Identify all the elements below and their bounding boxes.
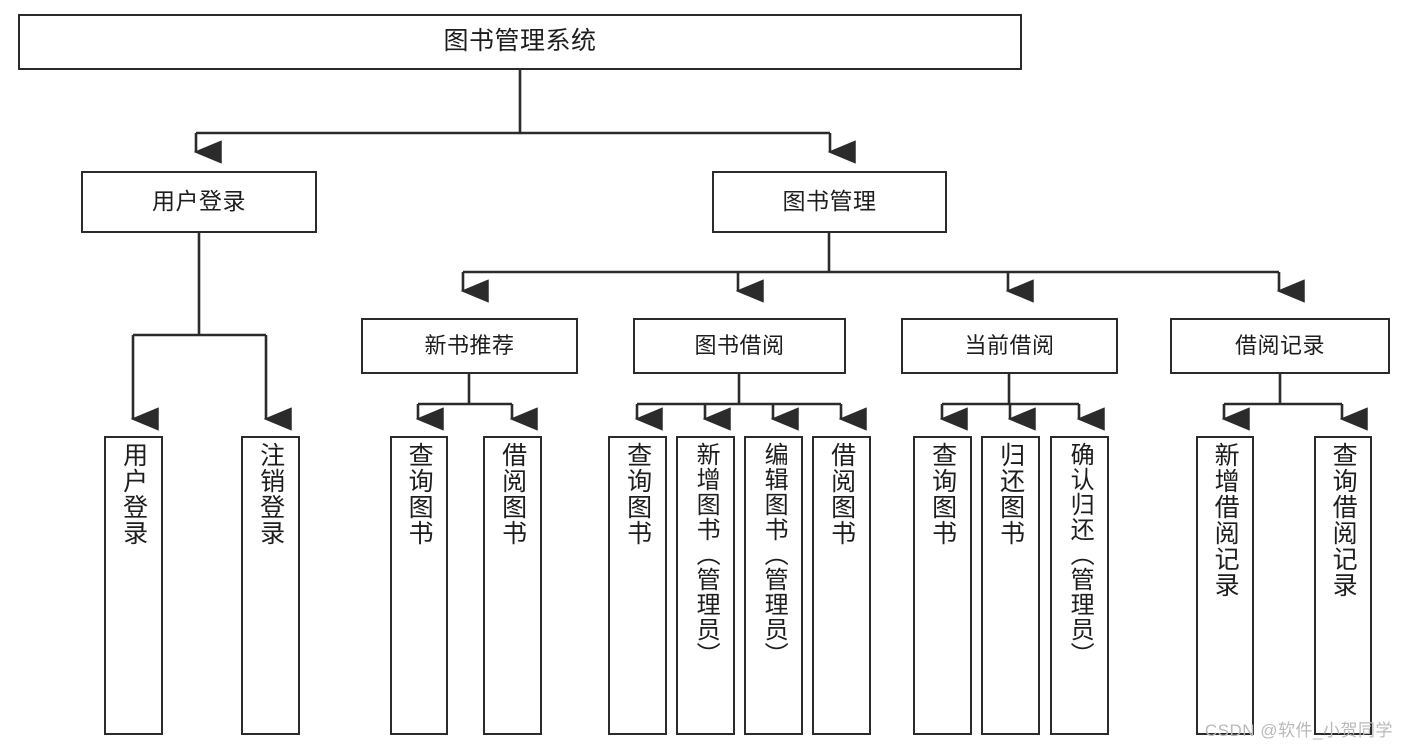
leaf-book-borrow-edit-label: 编辑图书（管理员）: [760, 442, 788, 667]
node-current-borrow-label: 当前借阅: [964, 333, 1055, 359]
leaf-book-borrow-borrow[interactable]: 借阅图书: [812, 436, 871, 735]
leaf-book-borrow-query[interactable]: 查询图书: [608, 436, 667, 735]
leaf-new-book-query[interactable]: 查询图书: [390, 436, 448, 735]
node-user-login-label: 用户登录: [152, 188, 246, 215]
leaf-new-book-borrow-label: 借阅图书: [498, 442, 527, 546]
csdn-watermark: CSDN @软件_小贺同学: [1204, 721, 1393, 740]
leaf-borrow-record-query[interactable]: 查询借阅记录: [1314, 436, 1372, 735]
node-root-label: 图书管理系统: [443, 27, 597, 56]
node-book-borrow-label: 图书借阅: [694, 333, 785, 359]
leaf-current-borrow-confirm[interactable]: 确认归还（管理员）: [1050, 436, 1109, 735]
leaf-book-borrow-edit[interactable]: 编辑图书（管理员）: [744, 436, 803, 735]
node-new-book-recommend[interactable]: 新书推荐: [361, 318, 578, 374]
leaf-current-borrow-return-label: 归还图书: [996, 442, 1025, 546]
leaf-current-borrow-confirm-label: 确认归还（管理员）: [1066, 442, 1094, 667]
node-book-borrow[interactable]: 图书借阅: [633, 318, 846, 374]
node-book-management-label: 图书管理: [782, 188, 877, 215]
leaf-current-borrow-query[interactable]: 查询图书: [913, 436, 972, 735]
leaf-new-book-query-label: 查询图书: [405, 442, 434, 546]
node-current-borrow[interactable]: 当前借阅: [901, 318, 1118, 374]
leaf-book-borrow-add[interactable]: 新增图书（管理员）: [676, 436, 735, 735]
node-new-book-recommend-label: 新书推荐: [424, 333, 515, 359]
leaf-borrow-record-query-label: 查询借阅记录: [1329, 442, 1358, 598]
node-root[interactable]: 图书管理系统: [18, 14, 1022, 70]
leaf-new-book-borrow[interactable]: 借阅图书: [483, 436, 542, 735]
leaf-user-login-logout[interactable]: 注销登录: [241, 436, 300, 735]
leaf-book-borrow-add-label: 新增图书（管理员）: [692, 442, 720, 667]
node-book-management[interactable]: 图书管理: [712, 171, 947, 233]
node-borrow-record-label: 借阅记录: [1234, 333, 1325, 359]
leaf-current-borrow-query-label: 查询图书: [928, 442, 957, 546]
leaf-current-borrow-return[interactable]: 归还图书: [981, 436, 1040, 735]
leaf-book-borrow-query-label: 查询图书: [623, 442, 652, 546]
leaf-borrow-record-add[interactable]: 新增借阅记录: [1196, 436, 1254, 735]
leaf-user-login-logout-label: 注销登录: [256, 442, 285, 546]
leaf-book-borrow-borrow-label: 借阅图书: [827, 442, 856, 546]
node-borrow-record[interactable]: 借阅记录: [1170, 318, 1390, 374]
node-user-login[interactable]: 用户登录: [81, 171, 317, 233]
leaf-user-login-login-label: 用户登录: [119, 442, 148, 546]
leaf-borrow-record-add-label: 新增借阅记录: [1211, 442, 1240, 598]
leaf-user-login-login[interactable]: 用户登录: [104, 436, 163, 735]
